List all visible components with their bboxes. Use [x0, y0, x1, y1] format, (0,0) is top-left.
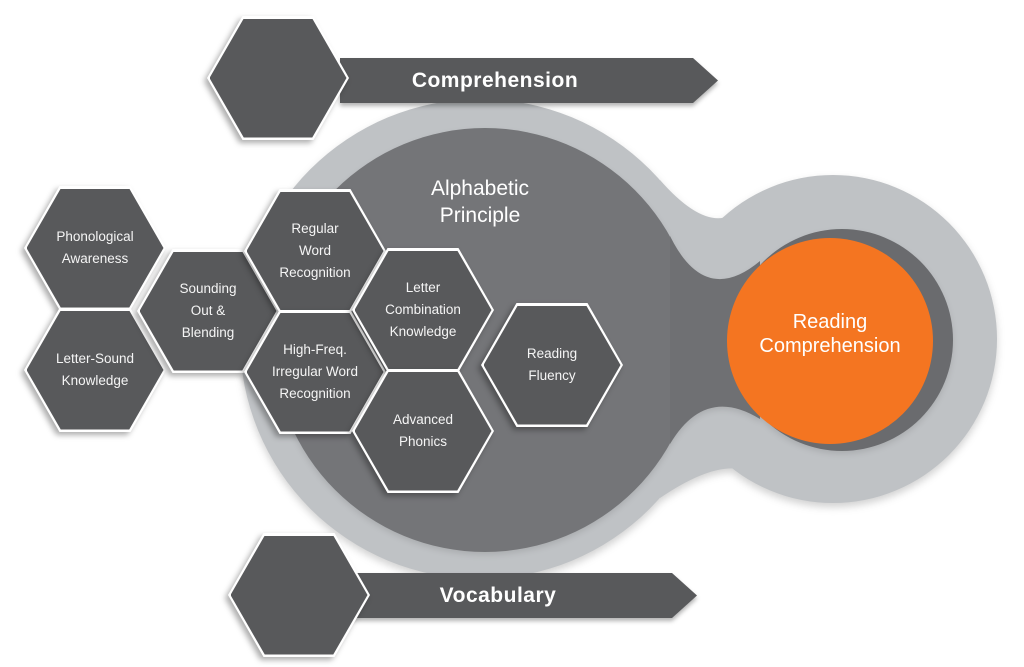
hexagon-advanced-phonics: Advanced Phonics [352, 369, 494, 493]
hexagon-label: Reading Fluency [526, 346, 578, 383]
comprehension-banner: Comprehension [340, 58, 718, 103]
hexagon-label: Sounding Out & Blending [179, 281, 237, 340]
hexagon-label: Letter Combination Knowledge [385, 280, 461, 339]
comprehension-banner-hexagon [207, 16, 349, 140]
hexagon-high-freq-irregular-word-recognition: High-Freq. Irregular Word Recognition [244, 310, 386, 434]
vocabulary-arrow: Vocabulary [350, 573, 697, 618]
alphabetic-principle-label: Alphabetic Principle [430, 177, 530, 227]
hexagon-letter-sound-knowledge: Letter-Sound Knowledge [24, 308, 166, 432]
hexagon-label: Advanced Phonics [392, 412, 454, 449]
vocabulary-banner: Vocabulary [350, 573, 697, 618]
vocabulary-banner-label: Vocabulary [439, 584, 557, 607]
hexagon-label: Phonological Awareness [56, 229, 134, 266]
reading-comprehension-circle [727, 238, 933, 444]
hexagon-label: High-Freq. Irregular Word Recognition [271, 342, 359, 401]
hexagon-label: Regular Word Recognition [279, 221, 351, 280]
connector-neck [670, 236, 760, 444]
reading-comprehension-label: Reading Comprehension [727, 228, 933, 440]
reading-comprehension-text: Reading Comprehension [759, 311, 901, 357]
hexagon-phonological-awareness: Phonological Awareness [24, 186, 166, 310]
hexagon-letter-combination-knowledge: Letter Combination Knowledge [352, 248, 494, 372]
hexagon-reading-fluency: Reading Fluency [481, 303, 623, 427]
comprehension-arrow: Comprehension [340, 58, 718, 103]
hexagon-label: Letter-Sound Knowledge [55, 351, 135, 388]
comprehension-banner-label: Comprehension [411, 69, 579, 92]
vocabulary-banner-hexagon [228, 533, 370, 657]
